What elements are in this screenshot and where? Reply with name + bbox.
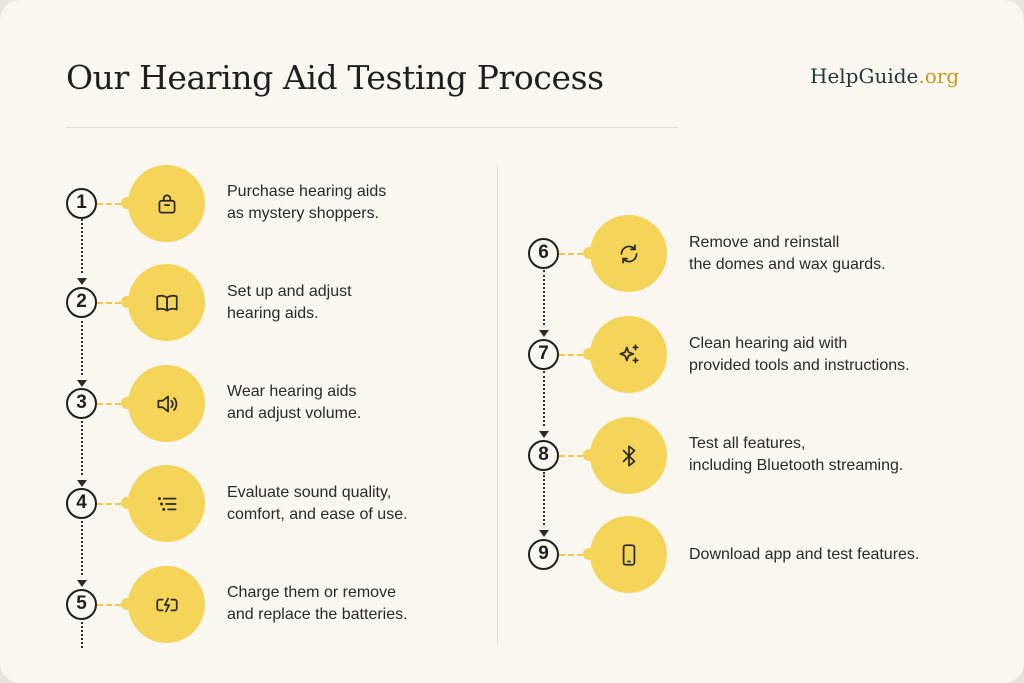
step-icon-circle (590, 417, 667, 494)
smartphone-icon (622, 543, 635, 566)
step-description: Purchase hearing aids as mystery shopper… (227, 181, 386, 225)
open-book-icon (155, 294, 178, 311)
step-text-line: Evaluate sound quality, (227, 484, 392, 501)
refresh-cycle-icon (620, 243, 637, 264)
step-icon-circle (590, 215, 667, 292)
connector-arrow (77, 480, 87, 487)
connector-line (81, 622, 83, 648)
connector-arrow (77, 278, 87, 285)
connector-line (81, 421, 83, 475)
step-description: Clean hearing aid with provided tools an… (689, 333, 910, 377)
column-divider (497, 165, 498, 645)
step-description: Charge them or remove and replace the ba… (227, 582, 408, 626)
step-connector (97, 302, 121, 304)
step-icon-circle (128, 566, 205, 643)
step-text-line: Test all features, (689, 435, 806, 452)
connector-arrow (539, 431, 549, 438)
battery-charging-icon (155, 597, 178, 612)
step-number: 5 (66, 589, 97, 620)
step-description: Remove and reinstall the domes and wax g… (689, 232, 886, 276)
step-description: Wear hearing aids and adjust volume. (227, 381, 361, 425)
list-filter-icon (157, 496, 177, 511)
step-connector (97, 403, 121, 405)
step-text-line: and replace the batteries. (227, 606, 408, 623)
page-title: Our Hearing Aid Testing Process (66, 58, 604, 97)
connector-arrow (77, 580, 87, 587)
step-text-line: as mystery shoppers. (227, 205, 380, 222)
step-text-line: including Bluetooth streaming. (689, 457, 904, 474)
connector-arrow (539, 530, 549, 537)
step-number: 3 (66, 388, 97, 419)
step-description: Set up and adjust hearing aids. (227, 281, 352, 325)
logo-domain: .org (918, 64, 960, 88)
connector-arrow (77, 380, 87, 387)
logo-wordmark: HelpGuide (810, 64, 919, 88)
connector-line (543, 371, 545, 426)
step-number: 4 (66, 488, 97, 519)
step-text-line: Wear hearing aids (227, 383, 357, 400)
connector-line (543, 270, 545, 325)
step-text-line: Charge them or remove (227, 584, 396, 601)
step-text-line: provided tools and instructions. (689, 357, 910, 374)
step-connector (97, 604, 121, 606)
bluetooth-icon (622, 444, 635, 467)
step-connector (559, 354, 583, 356)
step-connector (559, 554, 583, 556)
step-text-line: hearing aids. (227, 305, 319, 322)
step-description: Download app and test features. (689, 544, 919, 566)
step-icon-circle (128, 165, 205, 242)
step-text-line: comfort, and ease of use. (227, 506, 408, 523)
step-number: 1 (66, 188, 97, 219)
sparkles-icon (618, 343, 639, 363)
step-description: Test all features, including Bluetooth s… (689, 433, 903, 477)
step-icon-circle (128, 465, 205, 542)
step-number: 7 (528, 339, 559, 370)
shopping-bag-icon (158, 194, 175, 214)
speaker-volume-icon (156, 395, 177, 412)
step-text-line: the domes and wax guards. (689, 256, 886, 273)
step-connector (559, 455, 583, 457)
step-icon-circle (590, 316, 667, 393)
step-number: 6 (528, 238, 559, 269)
connector-line (81, 219, 83, 273)
connector-line (81, 521, 83, 575)
step-number: 2 (66, 287, 97, 318)
step-number: 9 (528, 539, 559, 570)
step-text-line: Purchase hearing aids (227, 183, 387, 200)
step-text-line: Download app and test features. (689, 546, 920, 563)
step-text-line: Clean hearing aid with (689, 335, 848, 352)
step-connector (559, 253, 583, 255)
title-divider (66, 127, 678, 128)
step-icon-circle (590, 516, 667, 593)
connector-arrow (539, 330, 549, 337)
step-text-line: Remove and reinstall (689, 234, 840, 251)
connector-line (543, 472, 545, 525)
step-description: Evaluate sound quality, comfort, and eas… (227, 482, 408, 526)
step-connector (97, 503, 121, 505)
step-connector (97, 203, 121, 205)
step-icon-circle (128, 365, 205, 442)
helpguide-logo: HelpGuide.org (810, 64, 959, 88)
connector-line (81, 321, 83, 375)
step-text-line: and adjust volume. (227, 405, 362, 422)
step-number: 8 (528, 440, 559, 471)
step-icon-circle (128, 264, 205, 341)
step-text-line: Set up and adjust (227, 283, 352, 300)
